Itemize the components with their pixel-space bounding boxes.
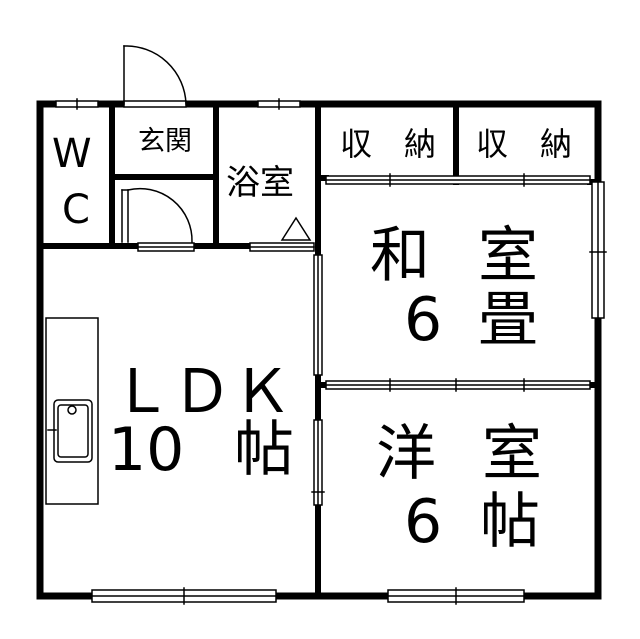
ldk-size-num: 10 xyxy=(108,415,185,485)
japanese-room-size-num: 6 xyxy=(404,285,443,355)
japanese-room-size-unit: 畳 xyxy=(478,285,538,355)
western-room-name-a: 洋 xyxy=(376,419,436,489)
storage-right-label: 収 納 xyxy=(476,125,573,163)
entrance-label: 玄関 xyxy=(138,126,192,157)
bath-label: 浴室 xyxy=(226,163,294,203)
wc-label-c: C xyxy=(62,187,90,233)
japanese-room-name-a: 和 xyxy=(370,221,430,291)
storage-left-label: 収 納 xyxy=(340,125,437,163)
japanese-room-name-b: 室 xyxy=(478,221,538,291)
wc-label-w: W xyxy=(52,131,92,177)
windows xyxy=(55,98,607,605)
ldk-size-unit: 帖 xyxy=(234,415,294,485)
interior-walls xyxy=(37,101,601,599)
ldk-name: ＬＤＫ xyxy=(112,357,292,427)
kitchen-counter xyxy=(45,317,99,505)
western-room-size-unit: 帖 xyxy=(480,487,540,557)
door-marker-triangle xyxy=(280,216,312,241)
western-room-name-b: 室 xyxy=(482,419,542,489)
western-room-size-num: 6 xyxy=(404,487,443,557)
sliding-doors xyxy=(137,173,591,506)
swing-doors xyxy=(121,45,193,243)
